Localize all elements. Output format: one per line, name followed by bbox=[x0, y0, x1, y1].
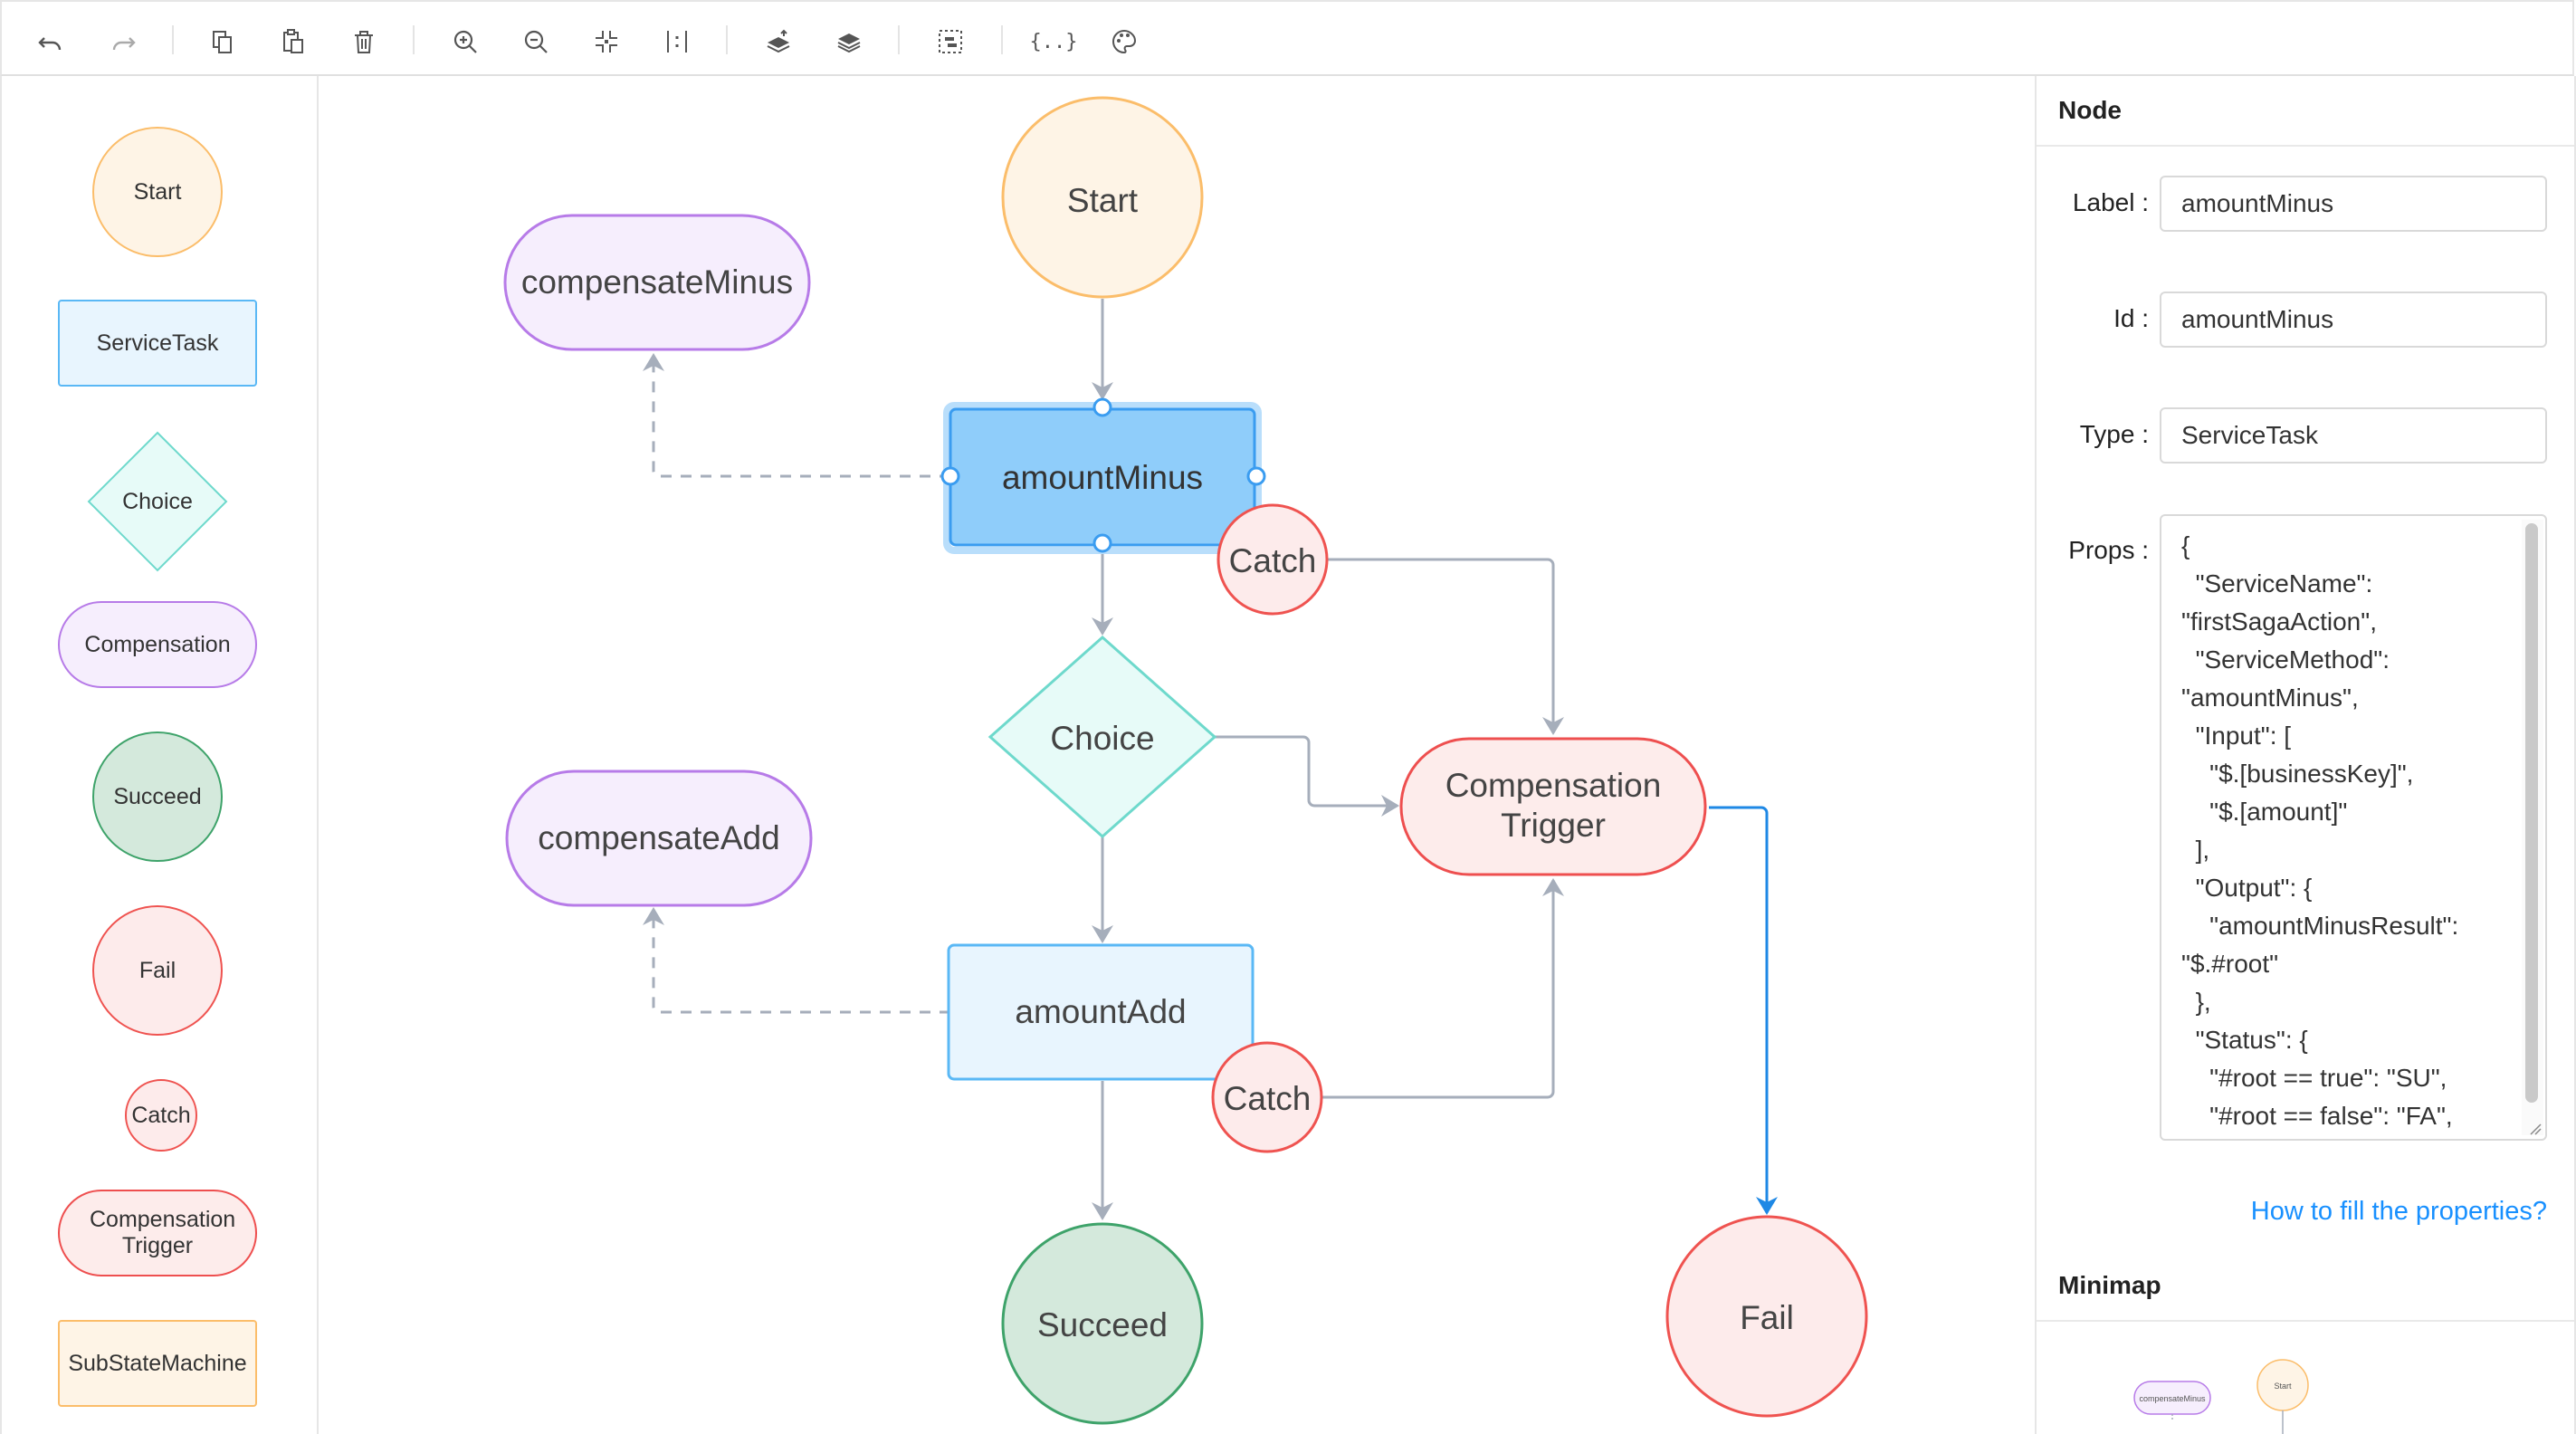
type-input[interactable] bbox=[2160, 407, 2547, 464]
label-field-label: Label : bbox=[2072, 188, 2149, 216]
edges bbox=[643, 299, 1778, 1220]
edge-catch2-to-trigger[interactable] bbox=[1320, 878, 1564, 1099]
type-field-label: Type : bbox=[2079, 420, 2149, 448]
toolbar-divider bbox=[413, 25, 415, 54]
node-succeed[interactable]: Succeed bbox=[1001, 1222, 1204, 1425]
send-to-back-icon[interactable] bbox=[829, 22, 869, 62]
props-field-label: Props : bbox=[2068, 536, 2149, 564]
palette-start-label: Start bbox=[133, 178, 182, 205]
help-link[interactable]: How to fill the properties? bbox=[2250, 1197, 2547, 1226]
redo-icon[interactable] bbox=[103, 22, 143, 62]
bring-to-front-icon[interactable] bbox=[758, 22, 798, 62]
node-palette: Start ServiceTask Choice Compensation Su… bbox=[0, 76, 319, 1434]
node-fail[interactable]: Fail bbox=[1665, 1215, 1868, 1418]
node-amount-minus-label: amountMinus bbox=[1002, 459, 1203, 496]
palette-compensation-label: Compensation bbox=[84, 631, 231, 657]
node-compensation-trigger-label-2: Trigger bbox=[1501, 807, 1606, 844]
node-fail-label: Fail bbox=[1740, 1299, 1794, 1336]
node-amount-add[interactable]: amountAdd bbox=[947, 943, 1255, 1081]
node-catch-2[interactable]: Catch bbox=[1211, 1041, 1323, 1153]
minimap-compensate-minus-label: compensateMinus bbox=[2139, 1394, 2206, 1403]
palette-compensation[interactable]: Compensation bbox=[58, 601, 257, 688]
node-compensate-add[interactable]: compensateAdd bbox=[505, 770, 813, 907]
palette-fail-label: Fail bbox=[138, 957, 177, 983]
multi-select-icon[interactable] bbox=[930, 22, 970, 62]
properties-panel: Node Label : Id : Type : Props : { "Serv… bbox=[2035, 76, 2576, 1434]
edge-amountadd-to-compensateadd[interactable] bbox=[643, 907, 950, 1014]
edge-trigger-to-fail[interactable] bbox=[1709, 806, 1778, 1215]
zoom-in-icon[interactable] bbox=[445, 22, 485, 62]
json-icon[interactable]: {..} bbox=[1029, 30, 1078, 53]
toolbar-divider bbox=[726, 25, 728, 54]
node-catch-2-label: Catch bbox=[1224, 1080, 1312, 1117]
palette-fail[interactable]: Fail bbox=[92, 905, 223, 1036]
palette-service-task-label: ServiceTask bbox=[96, 330, 219, 356]
palette-catch-label: Catch bbox=[131, 1102, 191, 1128]
id-input[interactable] bbox=[2160, 292, 2547, 348]
zoom-out-icon[interactable] bbox=[516, 22, 556, 62]
props-scrollbar-thumb[interactable] bbox=[2525, 523, 2538, 1103]
palette-choice-label: Choice bbox=[122, 488, 193, 514]
node-amount-add-label: amountAdd bbox=[1015, 993, 1186, 1030]
flow-canvas[interactable]: Start compensateMinus amountMinus Catch … bbox=[319, 76, 2035, 1434]
palette-compensation-trigger-label: Compensation Trigger bbox=[90, 1207, 236, 1258]
resize-handle-icon[interactable] bbox=[2529, 1123, 2542, 1135]
palette-sub-state-machine-label: SubStateMachine bbox=[68, 1350, 247, 1376]
palette-choice[interactable]: Choice bbox=[85, 429, 230, 574]
node-choice[interactable]: Choice bbox=[987, 635, 1217, 839]
toolbar-divider bbox=[172, 25, 174, 54]
anchor-top[interactable] bbox=[1092, 397, 1112, 417]
minimap-title: Minimap bbox=[2037, 1251, 2574, 1322]
palette-succeed-label: Succeed bbox=[113, 783, 202, 809]
anchor-right[interactable] bbox=[1246, 466, 1266, 486]
minimap-start: Start bbox=[2256, 1359, 2309, 1411]
palette-icon[interactable] bbox=[1104, 22, 1144, 62]
node-succeed-label: Succeed bbox=[1037, 1306, 1168, 1343]
undo-icon[interactable] bbox=[31, 22, 71, 62]
palette-catch[interactable]: Catch bbox=[125, 1079, 197, 1152]
node-amount-minus[interactable]: amountMinus bbox=[940, 397, 1266, 554]
edge-amountminus-to-compensateminus[interactable] bbox=[643, 353, 950, 478]
actual-size-icon[interactable] bbox=[657, 22, 697, 62]
node-catch-1[interactable]: Catch bbox=[1216, 503, 1329, 616]
palette-succeed[interactable]: Succeed bbox=[92, 731, 223, 862]
palette-compensation-trigger[interactable]: Compensation Trigger bbox=[58, 1190, 257, 1276]
toolbar-divider bbox=[1001, 25, 1003, 54]
edge-catch1-to-trigger[interactable] bbox=[1327, 558, 1564, 735]
node-panel-title: Node bbox=[2037, 76, 2574, 147]
minimap-start-label: Start bbox=[2274, 1381, 2292, 1391]
node-compensate-minus[interactable]: compensateMinus bbox=[503, 214, 811, 351]
minimap[interactable]: compensateMinus Start bbox=[2037, 1322, 2574, 1434]
node-start[interactable]: Start bbox=[1001, 96, 1204, 299]
node-catch-1-label: Catch bbox=[1229, 542, 1317, 579]
node-compensation-trigger-label-1: Compensation bbox=[1445, 767, 1662, 804]
palette-start[interactable]: Start bbox=[92, 127, 223, 257]
palette-service-task[interactable]: ServiceTask bbox=[58, 300, 257, 387]
props-textarea[interactable]: { "ServiceName": "firstSagaAction", "Ser… bbox=[2160, 514, 2547, 1141]
toolbar: {..} bbox=[0, 0, 2574, 76]
node-choice-label: Choice bbox=[1050, 720, 1154, 757]
delete-icon[interactable] bbox=[344, 22, 384, 62]
node-compensate-add-label: compensateAdd bbox=[538, 819, 779, 856]
minimap-compensate-minus: compensateMinus bbox=[2133, 1381, 2211, 1415]
fit-view-icon[interactable] bbox=[587, 22, 626, 62]
edge-choice-to-trigger[interactable] bbox=[1215, 735, 1399, 817]
copy-icon[interactable] bbox=[203, 22, 243, 62]
id-field-label: Id : bbox=[2113, 304, 2149, 332]
label-input[interactable] bbox=[2160, 176, 2547, 232]
node-start-label: Start bbox=[1067, 182, 1139, 219]
palette-sub-state-machine[interactable]: SubStateMachine bbox=[58, 1320, 257, 1407]
node-compensation-trigger[interactable]: Compensation Trigger bbox=[1399, 737, 1707, 876]
paste-icon[interactable] bbox=[273, 22, 313, 62]
node-compensate-minus-label: compensateMinus bbox=[521, 263, 793, 301]
anchor-left[interactable] bbox=[940, 466, 960, 486]
toolbar-divider bbox=[898, 25, 900, 54]
anchor-bottom[interactable] bbox=[1092, 533, 1112, 553]
